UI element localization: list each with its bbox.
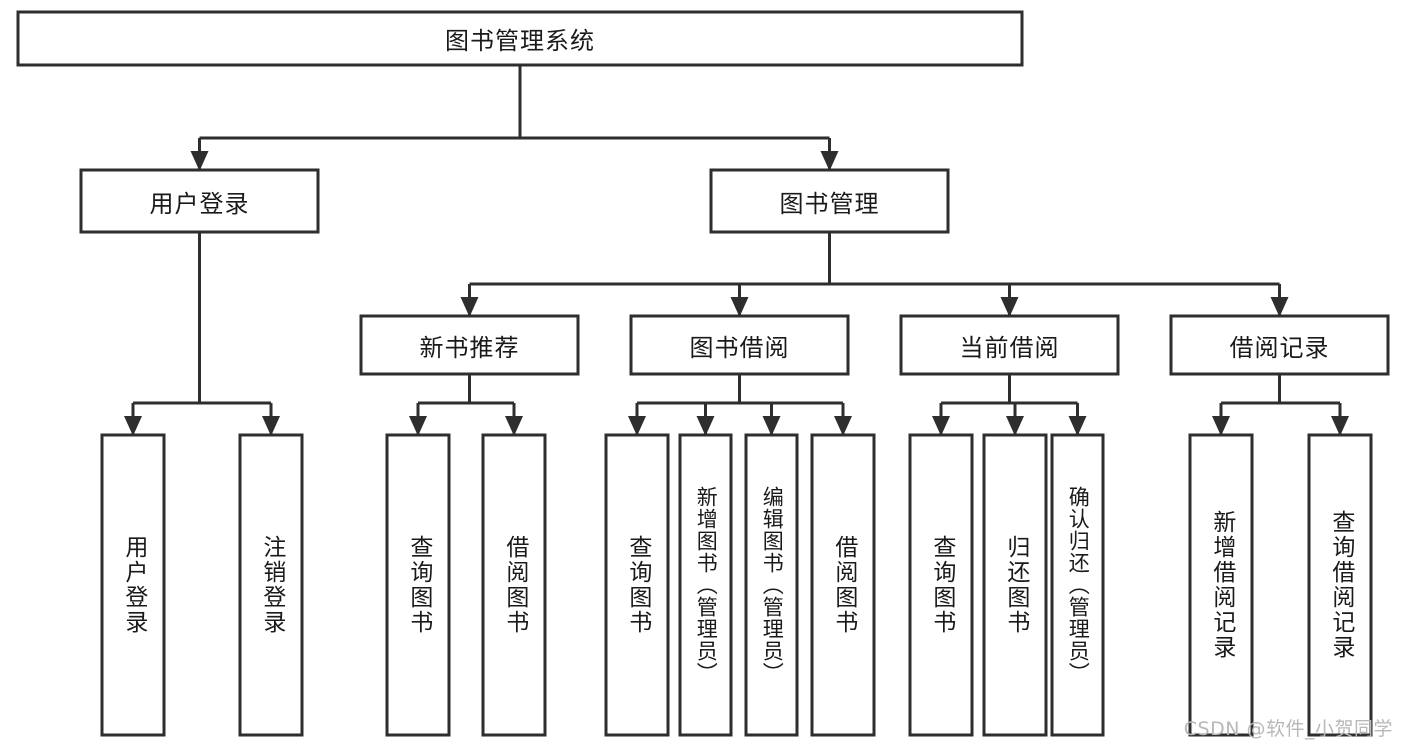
node-box-current-borrow[interactable] [899,314,1120,376]
node-box-root[interactable] [16,10,1024,67]
node-box-leaf-query-record[interactable] [1307,433,1373,737]
arrowhead-leaf-query-book-2 [628,416,646,436]
node-box-new-book-rec[interactable] [359,314,580,376]
arrowhead-new-book-rec [460,297,479,317]
arrowhead-leaf-confirm-return [1068,416,1087,436]
arrowhead-leaf-logout [262,416,280,436]
arrowhead-leaf-user-login [124,416,142,436]
node-box-leaf-query-book-3[interactable] [908,433,974,737]
arrowhead-user-login [190,151,209,171]
node-box-borrow-record[interactable] [1169,314,1390,376]
node-box-book-manage[interactable] [709,168,950,234]
node-box-leaf-return-book[interactable] [982,433,1048,737]
arrowhead-leaf-borrow-book-2 [834,416,852,436]
node-box-book-borrow[interactable] [629,314,850,376]
arrowhead-leaf-query-book-1 [409,416,427,436]
node-box-leaf-logout[interactable] [238,433,304,737]
csdn-watermark: CSDN @软件_小贺同学 [1183,718,1393,740]
node-box-leaf-user-login[interactable] [100,433,166,737]
node-layer [16,10,1390,737]
node-box-user-login[interactable] [79,168,320,234]
arrowhead-leaf-return-book [1006,416,1024,436]
arrowhead-leaf-add-book [696,416,715,436]
node-box-leaf-borrow-book-2[interactable] [810,433,876,737]
arrowhead-borrow-record [1270,297,1289,317]
node-box-leaf-confirm-return[interactable] [1050,433,1105,737]
arrowhead-leaf-edit-book [762,416,781,436]
arrowhead-leaf-add-record [1212,416,1230,436]
connector-layer [124,65,1349,436]
arrowhead-leaf-query-book-3 [932,416,950,436]
node-box-leaf-borrow-book-1[interactable] [481,433,547,737]
node-box-leaf-add-record[interactable] [1188,433,1254,737]
arrowhead-current-borrow [1000,297,1019,317]
node-box-leaf-query-book-1[interactable] [385,433,451,737]
arrowhead-leaf-query-record [1331,416,1349,436]
node-box-leaf-add-book[interactable] [678,433,733,737]
node-box-leaf-edit-book[interactable] [744,433,799,737]
node-box-leaf-query-book-2[interactable] [604,433,670,737]
arrowhead-leaf-borrow-book-1 [505,416,523,436]
arrowhead-book-manage [820,151,839,171]
arrowhead-book-borrow [730,297,749,317]
